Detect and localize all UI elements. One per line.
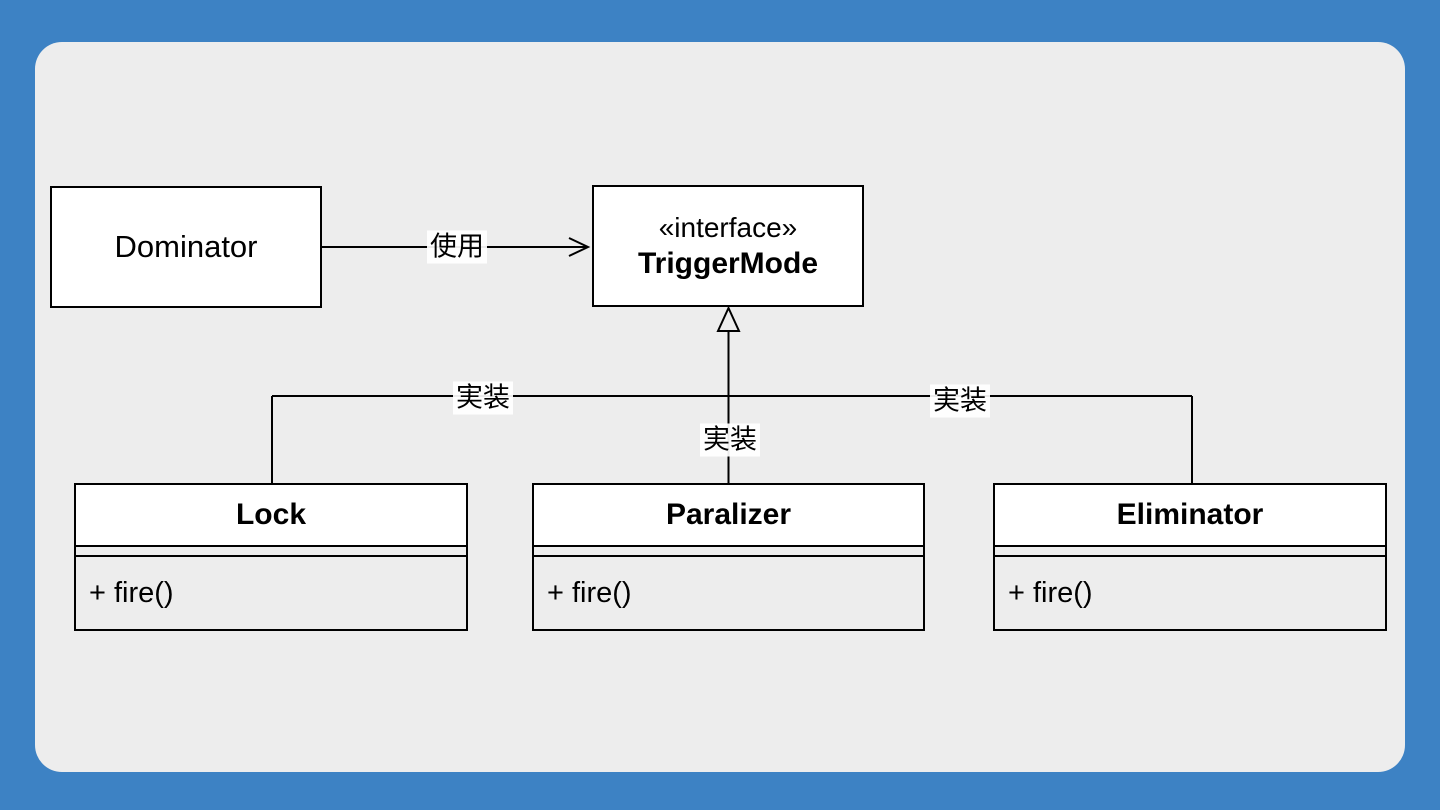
edge-label-implements-lock: 実装	[453, 381, 513, 415]
class-node-paralizer: Paralizer + fire()	[532, 483, 925, 631]
edges-layer	[271, 237, 1193, 483]
operations-compartment: + fire()	[995, 557, 1385, 629]
stereotype-label: «interface»	[658, 212, 798, 243]
edge-label-implements-eliminator: 実装	[930, 384, 990, 418]
interface-node-triggermode: «interface» TriggerMode	[592, 185, 864, 307]
class-node-eliminator: Eliminator + fire()	[993, 483, 1387, 631]
class-node-lock: Lock + fire()	[74, 483, 468, 631]
operations-compartment: + fire()	[76, 557, 466, 629]
diagram-canvas: Dominator «interface» TriggerMode Lock +…	[35, 42, 1405, 772]
operations-compartment: + fire()	[534, 557, 923, 629]
method-label: + fire()	[547, 576, 632, 609]
realization-branch-edges	[271, 395, 1193, 483]
class-title-compartment: Eliminator	[995, 485, 1385, 547]
attributes-compartment-empty	[534, 547, 923, 557]
attributes-compartment-empty	[995, 547, 1385, 557]
edge-label-use: 使用	[427, 230, 487, 264]
realization-trunk-edge	[716, 305, 741, 483]
class-name-label: Dominator	[114, 229, 258, 264]
interface-name-label: TriggerMode	[637, 247, 818, 280]
class-node-dominator: Dominator	[50, 186, 322, 308]
attributes-compartment-empty	[76, 547, 466, 557]
hollow-triangle-icon	[716, 305, 741, 332]
method-label: + fire()	[1008, 576, 1093, 609]
class-name-label: Lock	[235, 498, 307, 531]
open-arrowhead-icon	[568, 237, 591, 257]
class-title-compartment: Lock	[76, 485, 466, 547]
method-label: + fire()	[89, 576, 174, 609]
class-name-label: Paralizer	[665, 498, 792, 531]
class-title-compartment: Paralizer	[534, 485, 923, 547]
class-name-label: Eliminator	[1116, 498, 1264, 531]
edge-label-implements-paralizer: 実装	[700, 423, 760, 457]
